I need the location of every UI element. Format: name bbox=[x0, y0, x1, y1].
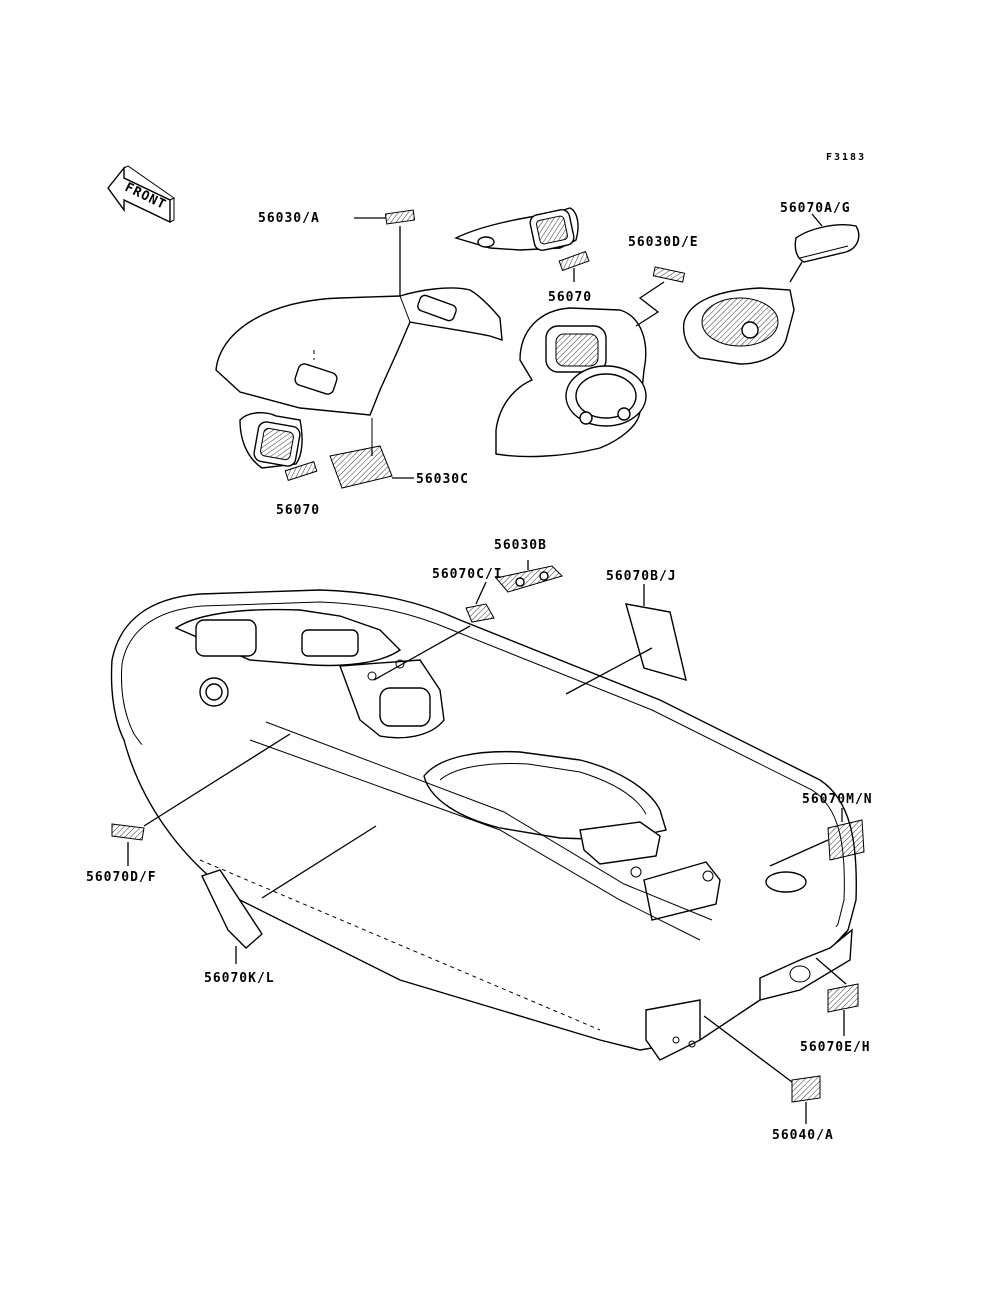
label-56070-left: 56070 bbox=[276, 503, 320, 518]
label-56030c: 56030C bbox=[416, 472, 469, 487]
handle-cover-part bbox=[454, 207, 579, 251]
label-56070b-j: 56070B/J bbox=[606, 569, 677, 584]
decal-56070d-f bbox=[111, 823, 145, 841]
decal-56030c bbox=[329, 445, 393, 489]
decal-56030d-e bbox=[652, 266, 686, 283]
label-56030-a: 56030/A bbox=[258, 211, 320, 226]
decal-56030b bbox=[495, 565, 563, 593]
decal-56070k-l bbox=[201, 869, 263, 949]
figure-id: F3183 bbox=[826, 152, 866, 163]
hull-part bbox=[110, 589, 857, 1061]
label-56030b: 56030B bbox=[494, 538, 547, 553]
decal-56070m-n bbox=[827, 819, 865, 861]
side-cover-part bbox=[239, 412, 303, 469]
decal-56070b-j bbox=[625, 603, 687, 682]
label-56070c-i: 56070C/I bbox=[432, 567, 503, 582]
label-56070k-l: 56070K/L bbox=[204, 971, 275, 986]
label-56070d-f: 56070D/F bbox=[86, 870, 157, 885]
decal-56070e-h bbox=[827, 983, 859, 1013]
label-56070a-g: 56070A/G bbox=[780, 201, 851, 216]
decal-56070-left bbox=[284, 460, 318, 482]
console-part bbox=[495, 307, 647, 458]
decal-56070c-i bbox=[465, 603, 495, 623]
label-56040-a: 56040/A bbox=[772, 1128, 834, 1143]
label-56070-top: 56070 bbox=[548, 290, 592, 305]
decal-56030-a bbox=[384, 209, 416, 225]
meter-cover-part bbox=[682, 224, 860, 365]
hood-part bbox=[215, 287, 503, 450]
decal-56070-top bbox=[558, 250, 590, 272]
label-56070m-n: 56070M/N bbox=[802, 792, 873, 807]
decal-56040-a bbox=[791, 1075, 821, 1103]
label-56070e-h: 56070E/H bbox=[800, 1040, 871, 1055]
label-56030d-e: 56030D/E bbox=[628, 235, 699, 250]
front-arrow-icon: FRONT bbox=[107, 165, 175, 224]
